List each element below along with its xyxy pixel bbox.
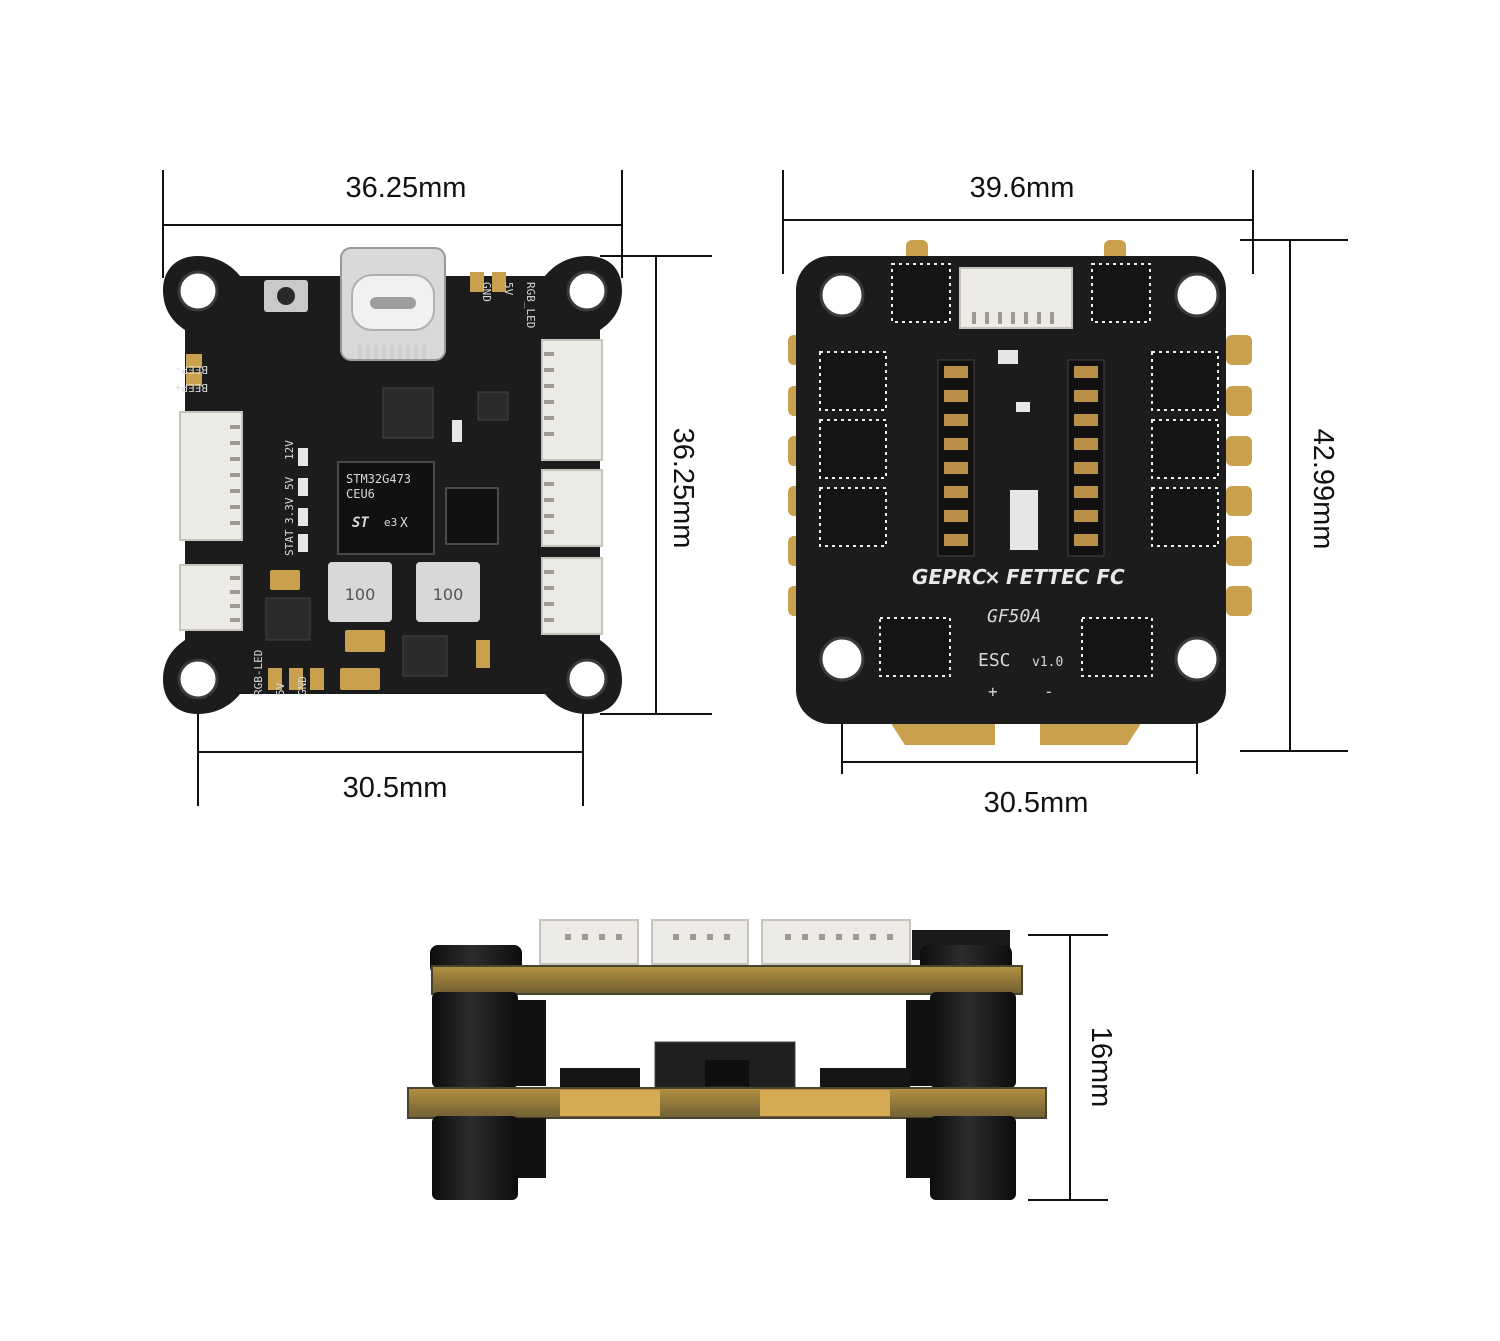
fc-inductor-1: 100 [328,562,392,622]
esc-branding: GEPRC × FETTEC FC GF50A ESC v1.0 + - [912,565,1125,701]
esc-width-dimension: 39.6mm [782,170,1254,274]
esc-width-label: 39.6mm [970,172,1075,204]
mcu-logo: ST [352,515,369,531]
v5-top-label: 5V [502,282,515,296]
beep-plus-label: BEEP+ [175,381,208,394]
fc-left-connector-2 [179,564,243,631]
esc-mount-label: 30.5mm [984,787,1089,819]
brand-left: GEPRC [912,565,987,589]
fc-height-dimension: 36.25mm [600,255,712,715]
fc-right-connector-3 [541,557,603,635]
mcu-line2: CEU6 [346,487,375,501]
side-lower-pads [560,1090,890,1116]
esc-connector [959,267,1073,329]
side-upper-board [431,965,1023,995]
fc-left-connector-1 [179,411,243,541]
esc-model: GF50A [987,606,1041,627]
esc-driver-strips [937,359,1105,557]
fc-height-label: 36.25mm [667,428,699,549]
beep-minus-label: BEEP- [175,363,208,376]
esc-small-parts [998,350,1038,550]
fc-mount-holes [177,270,608,700]
fc-right-connector-2 [541,469,603,547]
fc-width-label: 36.25mm [346,172,467,204]
side-standoffs-middle [432,992,1016,1088]
esc-label: ESC [978,650,1011,671]
gnd-bottom-label: GND [296,676,309,696]
esc-height-label: 42.99mm [1307,429,1339,550]
fc-status-leds [298,420,462,552]
fc-small-chips [265,387,509,677]
fc-width-dimension: 36.25mm [162,170,623,278]
brand-x: × [984,565,1001,589]
fc-silkscreen: BEEP- BEEP+ GND 5V RGB_LED RGB-LED 5V GN… [175,282,537,696]
fc-gyro-chip [445,487,499,545]
esc-mount-dimension: 30.5mm [841,690,1198,819]
label-stat: STAT [283,529,296,556]
brand-right: FETTEC FC [1006,565,1125,589]
label-12v: 12V [283,440,296,460]
fc-right-connector-1 [541,339,603,461]
rgb-led-bottom-label: RGB-LED [252,650,265,696]
mcu-x: X [400,516,408,531]
esc-minus: - [1044,682,1054,701]
stack-height-label: 16mm [1085,1027,1117,1108]
stack-side-view: 16mm [407,919,1117,1201]
rgb-led-top-label: RGB_LED [524,282,537,328]
esc-mount-holes [819,272,1220,682]
inductor1-label: 100 [345,585,376,604]
fc-inductor-2: 100 [416,562,480,622]
side-standoffs-bottom [432,1116,1016,1200]
side-esc-components [560,1041,910,1090]
mcu-line1: STM32G473 [346,472,411,486]
side-lower-board [407,1087,1047,1119]
esc-version: v1.0 [1032,655,1063,670]
fc-mount-label: 30.5mm [343,772,448,804]
fc-mount-dimension: 30.5mm [197,700,584,806]
boot-button [264,280,308,312]
usb-c-port [340,247,446,361]
esc-height-dimension: 42.99mm [1240,239,1348,752]
v5-bottom-label: 5V [274,682,287,696]
label-5v: 5V [283,476,296,490]
fc-solder-pads [186,272,506,690]
stack-height-dimension: 16mm [1028,934,1117,1201]
mcu-mark: e3 [384,516,397,529]
gnd-top-label: GND [480,282,493,302]
esc-plus: + [988,682,998,701]
label-33v: 3.3V [283,497,296,524]
fc-top-view: 36.25mm 36.25mm 30.5mm [162,170,712,806]
esc-top-view: 39.6mm 42.99mm 30.5mm [782,170,1348,819]
fc-mcu: STM32G473 CEU6 ST e3 X [337,461,435,555]
inductor2-label: 100 [433,585,464,604]
esc-mosfets [819,263,1219,677]
fc-capacitors [270,570,490,690]
